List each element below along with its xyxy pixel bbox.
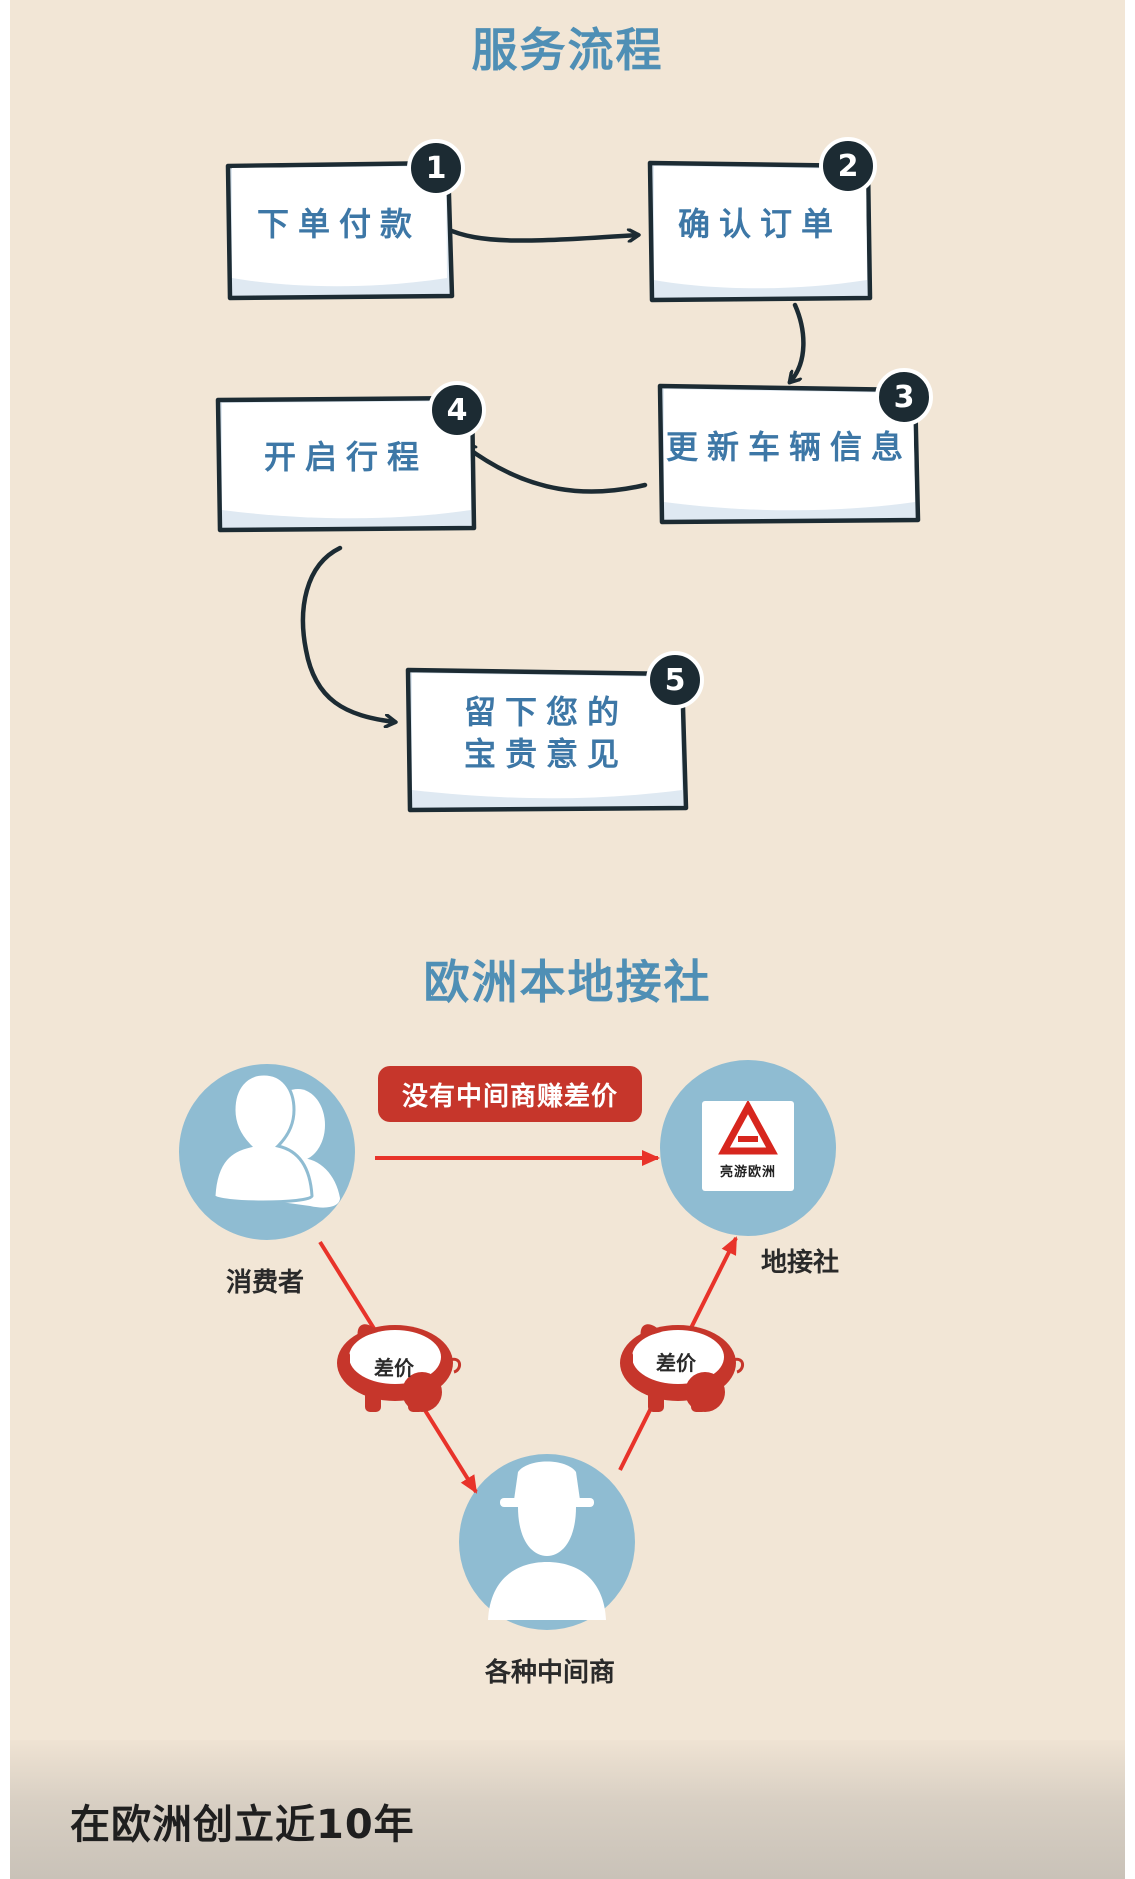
piggy-bank-icon-right bbox=[620, 1324, 744, 1412]
step-5-number: 5 bbox=[664, 662, 686, 698]
consumer-label: 消费者 bbox=[225, 1268, 304, 1298]
step-4-label: 开启行程 bbox=[263, 438, 428, 476]
connector-3-4 bbox=[465, 446, 648, 494]
step-3-box bbox=[657, 383, 921, 525]
two-people-icon bbox=[212, 1072, 340, 1208]
process-title: 服务流程 bbox=[471, 23, 664, 77]
agency-logo-mark bbox=[718, 1101, 778, 1155]
connector-4-5 bbox=[300, 545, 395, 722]
connector-1-2 bbox=[442, 225, 638, 243]
piggy-bank-icon-left bbox=[337, 1324, 461, 1412]
step-3-label: 更新车辆信息 bbox=[665, 428, 912, 466]
agency-logo: 亮游欧洲 bbox=[702, 1101, 794, 1191]
step-2-badge bbox=[819, 137, 877, 195]
step-1-box bbox=[225, 160, 455, 301]
step-5-label-line2: 宝贵意见 bbox=[463, 735, 628, 773]
step-4-badge bbox=[428, 381, 486, 439]
page: 服务流程 bbox=[10, 0, 1125, 1879]
step-1-label: 下单付款 bbox=[256, 205, 421, 243]
step-1-badge bbox=[407, 139, 465, 197]
step-2-box bbox=[647, 160, 873, 303]
agency-diagram bbox=[179, 1060, 836, 1630]
connector-2-3 bbox=[790, 302, 806, 382]
footer-band bbox=[10, 1740, 1125, 1879]
footer-title: 在欧洲创立近10年 bbox=[70, 1802, 415, 1848]
hat-person-icon bbox=[488, 1461, 606, 1620]
step-2-label: 确认订单 bbox=[677, 205, 842, 243]
agency-title: 欧洲本地接社 bbox=[423, 955, 712, 1009]
step-4-number: 4 bbox=[446, 392, 468, 428]
step-3-number: 3 bbox=[893, 379, 915, 415]
step-3-badge bbox=[875, 368, 933, 426]
step-4-box bbox=[215, 395, 477, 533]
price-gap-label-right: 差价 bbox=[656, 1351, 696, 1375]
step-5-label: 留下您的 宝贵意见 bbox=[412, 676, 680, 790]
step-1-number: 1 bbox=[425, 150, 447, 186]
step-5-badge bbox=[646, 651, 704, 709]
process-diagram bbox=[215, 137, 933, 813]
agency-logo-text: 亮游欧洲 bbox=[719, 1165, 776, 1180]
step-2-number: 2 bbox=[837, 148, 859, 184]
middleman-label: 各种中间商 bbox=[484, 1658, 615, 1688]
agency-label: 地接社 bbox=[760, 1248, 839, 1278]
step-5-box bbox=[405, 667, 689, 813]
step-5-label-line1: 留下您的 bbox=[463, 693, 628, 731]
price-gap-label-left: 差价 bbox=[374, 1356, 414, 1380]
no-middleman-banner: 没有中间商赚差价 bbox=[378, 1066, 642, 1122]
